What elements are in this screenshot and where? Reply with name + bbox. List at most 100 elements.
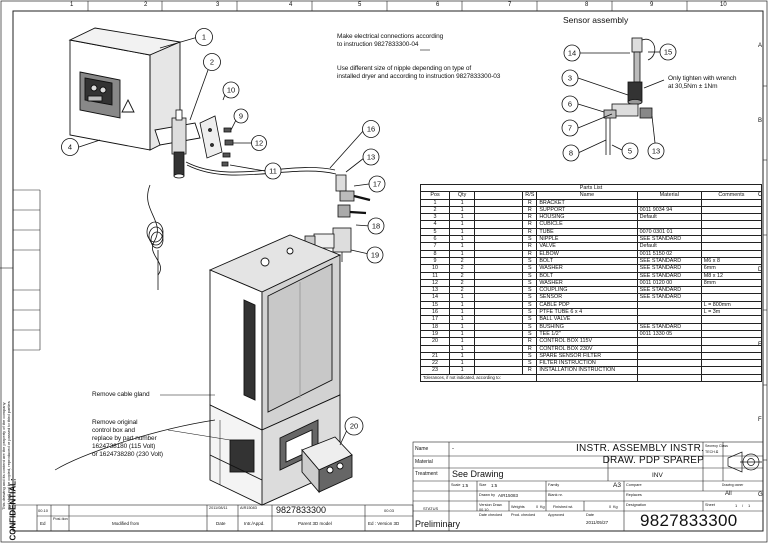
- parts-cell-blank: [474, 300, 524, 310]
- rev-appd: AIR15083: [240, 506, 257, 510]
- col-pos: Pos: [419, 191, 451, 200]
- parts-cell-blank: [474, 249, 524, 258]
- tb-sheet-total: 1: [748, 503, 751, 508]
- tb-treatment-label: Treatment: [415, 471, 438, 477]
- tb-name-value: -: [452, 446, 454, 452]
- parts-cell-blank: [474, 329, 524, 339]
- tb-replaces-label: Replaces: [626, 493, 642, 497]
- tb-prod-checked-label: Prod. checked: [511, 513, 536, 517]
- dryer-drawing: [208, 234, 342, 506]
- zone-col-4: 4: [289, 2, 293, 8]
- parts-cell-qty: 1: [449, 205, 476, 215]
- parts-cell-pos: 7: [419, 242, 451, 251]
- projection-symbol-icon: [727, 451, 762, 473]
- parts-cell-material: 0011 5150 02: [636, 249, 702, 258]
- parts-cell-rs: R: [522, 227, 538, 237]
- zone-col-10: 10: [720, 2, 727, 8]
- parts-cell-name: BUSHING: [536, 322, 638, 331]
- parts-cell-rs: S: [522, 359, 538, 368]
- parts-cell-name: SPARE SENSOR FILTER: [536, 351, 638, 361]
- zone-col-5: 5: [358, 2, 362, 8]
- parts-cell-material: [636, 337, 702, 346]
- parts-cell-qty: 1: [449, 366, 476, 375]
- balloon-2: 2: [210, 58, 214, 67]
- parts-cell-pos: 6: [419, 235, 451, 244]
- parts-cell-qty: 1: [449, 242, 476, 251]
- tb-kg1: 0: [536, 505, 539, 509]
- tb-security-value: TECH.C: [705, 450, 719, 454]
- zone-col-7: 7: [508, 2, 512, 8]
- parts-cell-name: CABLE PDP: [536, 300, 638, 310]
- note-replace-box: Remove original control box and replace …: [92, 419, 163, 459]
- balloon-20: 20: [350, 422, 358, 431]
- parts-cell-material: SEE STANDARD: [636, 293, 702, 302]
- parts-cell-material: Default: [636, 213, 702, 222]
- parts-cell-rs: S: [522, 300, 538, 310]
- rev-col-pos: Posi-tion: [53, 517, 68, 521]
- parts-cell-qty: 1: [449, 227, 476, 237]
- tb-security-num: 1: [716, 450, 718, 454]
- parts-cell-pos: 19: [419, 329, 451, 339]
- parts-cell-comments: [700, 213, 763, 222]
- parts-cell-name: PTFE TUBE 6 x 4: [536, 308, 638, 317]
- parts-cell-qty: 1: [449, 337, 476, 346]
- zone-row-a: A: [758, 43, 763, 49]
- zone-col-1: 1: [70, 2, 74, 8]
- parts-cell-blank: [474, 293, 524, 302]
- parts-cell-material: 0011 1330 05: [636, 329, 702, 339]
- note-torque: Only tighten with wrench at 30,5Nm ± 1Nm: [668, 75, 737, 91]
- tb-sheet-of: /: [742, 503, 744, 508]
- note-replace-line1: Remove original: [92, 419, 138, 426]
- tb-kg-unit1: Kg: [540, 505, 545, 509]
- parts-cell-pos: 20: [419, 337, 451, 346]
- parts-cell-comments: [700, 322, 763, 331]
- balloon-s14: 14: [568, 49, 576, 58]
- parts-cell-blank: [474, 359, 524, 368]
- parts-cell-rs: S: [522, 293, 538, 302]
- note-electrical-line2: to instruction 9827833300-04: [337, 41, 419, 48]
- parts-cell-qty: 1: [449, 322, 476, 331]
- parts-cell-rs: S: [522, 286, 538, 295]
- tb-blank-label: Blank nr.: [548, 493, 563, 497]
- parts-cell-name: BOLT: [536, 256, 638, 266]
- parts-cell-comments: [700, 337, 763, 346]
- parts-cell-pos: [419, 344, 451, 353]
- balloon-s6: 6: [568, 100, 572, 109]
- parts-cell-name: SENSOR: [536, 293, 638, 302]
- zone-row-f: F: [758, 417, 762, 423]
- parts-cell-comments: M6 x 8: [700, 256, 763, 266]
- tb-kg-unit2: Kg: [613, 505, 618, 509]
- col-comments: Comments: [700, 191, 763, 200]
- note-electrical: Make electrical connections according to…: [337, 33, 443, 49]
- parts-cell-blank: [474, 242, 524, 251]
- control-cabinet-drawing: [68, 27, 201, 151]
- parts-cell-name: BALL VALVE: [536, 315, 638, 324]
- balloon-1: 1: [202, 33, 206, 42]
- zone-col-3: 3: [216, 2, 220, 8]
- parts-cell-pos: 1: [419, 198, 451, 207]
- parts-cell-comments: [700, 329, 763, 339]
- confidential-side-text: This drawing and its content are the pro…: [2, 401, 12, 510]
- rev-col-ed: Ed: [40, 521, 46, 526]
- balloon-s13: 13: [652, 147, 660, 156]
- balloon-s8: 8: [569, 149, 573, 158]
- balloon-s5: 5: [628, 147, 632, 156]
- parts-cell-pos: 12: [419, 278, 451, 288]
- parts-cell-comments: [700, 286, 763, 295]
- col-rs: R/S: [522, 191, 538, 200]
- balloon-17: 17: [373, 180, 381, 189]
- parts-cell-pos: 10: [419, 264, 451, 273]
- sensor-assembly-drawing: [603, 37, 656, 155]
- parts-cell-qty: 1: [449, 235, 476, 244]
- note-replace-line3: replace by part number: [92, 435, 157, 442]
- balloon-19: 19: [371, 251, 379, 260]
- tb-scale-value: 1:5: [462, 483, 469, 488]
